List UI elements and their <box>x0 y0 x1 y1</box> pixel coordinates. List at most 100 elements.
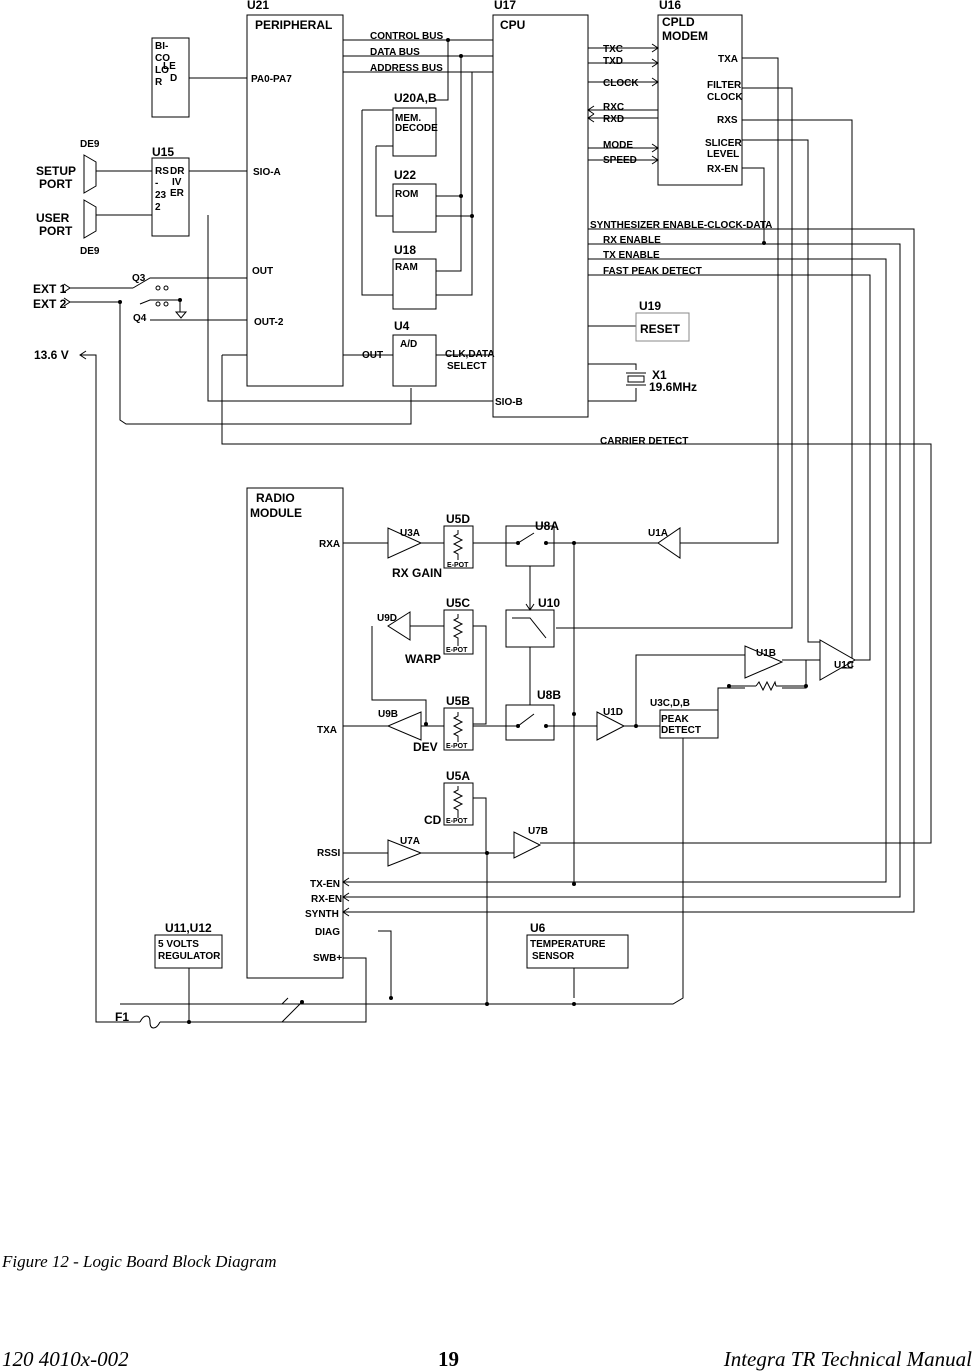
svg-text:DE9: DE9 <box>80 139 100 150</box>
u19-reset: U19 RESET <box>635 299 690 342</box>
svg-text:TEMPERATURE: TEMPERATURE <box>530 939 606 950</box>
cpu-modem-signals: TXC TXD CLOCK RXC RXD MODE SPEED <box>587 43 659 166</box>
svg-text:U3A: U3A <box>400 528 420 539</box>
svg-text:PORT: PORT <box>39 224 73 238</box>
svg-text:U8A: U8A <box>535 519 559 533</box>
svg-text:RAM: RAM <box>395 262 418 273</box>
svg-text:EXT 1: EXT 1 <box>33 282 67 296</box>
svg-text:LEVEL: LEVEL <box>707 149 739 160</box>
svg-text:SLICER: SLICER <box>705 138 742 149</box>
svg-text:U7A: U7A <box>400 836 420 847</box>
svg-text:FILTER: FILTER <box>707 80 742 91</box>
svg-text:CPLD: CPLD <box>662 15 695 29</box>
wiring <box>70 39 932 1023</box>
warp-chain: U9D E-POT U5C WARP <box>377 596 474 666</box>
svg-text:U21: U21 <box>247 0 269 12</box>
svg-text:SYNTH: SYNTH <box>305 909 339 920</box>
u6-temperature-sensor: U6 TEMPERATURE SENSOR <box>526 921 629 969</box>
x1-crystal: X1 19.6MHz <box>626 368 697 394</box>
svg-text:U10: U10 <box>538 596 560 610</box>
svg-text:MODE: MODE <box>603 140 633 151</box>
svg-text:U5B: U5B <box>446 694 470 708</box>
svg-text:U22: U22 <box>394 168 416 182</box>
svg-text:RS: RS <box>155 166 169 177</box>
svg-text:TXA: TXA <box>317 725 337 736</box>
de9-connectors: DE9 DE9 SETUP PORT USER PORT <box>36 139 100 257</box>
svg-text:E-POT: E-POT <box>447 562 469 569</box>
u20-mem-decode: U20A,B MEM. DECODE <box>392 91 438 157</box>
svg-text:U16: U16 <box>659 0 681 12</box>
svg-text:BI-: BI- <box>155 41 168 52</box>
svg-text:U7B: U7B <box>528 826 548 837</box>
tx-deviation-chain: U9B E-POT U5B DEV U8B U1D U3C,D,B PEAK D… <box>378 688 719 754</box>
svg-text:MODULE: MODULE <box>250 506 302 520</box>
u21-peripheral-block: U21 PERIPHERAL PA0-PA7 SIO-A OUT OUT-2 <box>246 0 344 387</box>
svg-text:U4: U4 <box>394 319 410 333</box>
svg-text:23: 23 <box>155 190 167 201</box>
u17-cpu-block: U17 CPU SIO-B <box>492 0 589 418</box>
svg-text:RX-EN: RX-EN <box>311 894 342 905</box>
u18-ram: U18 RAM <box>392 243 437 310</box>
bicolor-led-block: BI- CO LO R LE D <box>151 37 190 118</box>
svg-text:-: - <box>155 178 158 189</box>
svg-text:SIO-B: SIO-B <box>495 397 523 408</box>
svg-text:CARRIER DETECT: CARRIER DETECT <box>600 436 688 447</box>
svg-text:TXC: TXC <box>603 44 623 55</box>
svg-text:MODEM: MODEM <box>662 29 708 43</box>
svg-text:U17: U17 <box>494 0 516 12</box>
svg-text:U3C,D,B: U3C,D,B <box>650 698 690 709</box>
rx-gain-chain: U3A E-POT U5D RX GAIN U8A U1A <box>387 512 681 580</box>
svg-text:E-POT: E-POT <box>446 743 468 750</box>
svg-text:PORT: PORT <box>39 177 73 191</box>
svg-text:LO: LO <box>155 65 169 76</box>
carrier-detect-chain: E-POT U5A CD U7A U7B <box>387 769 548 867</box>
u10-filter: U10 <box>505 596 560 648</box>
svg-text:MEM.: MEM. <box>395 113 421 124</box>
u15-rs232-driver: U15 RS - 23 2 DR IV ER <box>151 145 190 237</box>
svg-text:CLK,DATA: CLK,DATA <box>445 349 495 360</box>
svg-text:U6: U6 <box>530 921 546 935</box>
svg-text:SETUP: SETUP <box>36 164 76 178</box>
svg-text:PEAK: PEAK <box>661 714 690 725</box>
svg-text:USER: USER <box>36 211 70 225</box>
svg-text:CD: CD <box>424 813 442 827</box>
svg-text:R: R <box>155 77 163 88</box>
svg-text:WARP: WARP <box>405 652 441 666</box>
svg-text:U19: U19 <box>639 299 661 313</box>
svg-text:U11,U12: U11,U12 <box>165 921 212 935</box>
svg-text:OUT: OUT <box>252 266 273 277</box>
svg-text:SWB+: SWB+ <box>313 953 342 964</box>
svg-text:U5C: U5C <box>446 596 470 610</box>
radio-module-block: RADIO MODULE RXA TXA RSSI TX-EN RX-EN SY… <box>246 487 350 979</box>
svg-text:OUT-2: OUT-2 <box>254 317 284 328</box>
svg-text:RXA: RXA <box>319 539 340 550</box>
footer-doc-number: 120 4010x-002 <box>2 1347 129 1371</box>
svg-text:SIO-A: SIO-A <box>253 167 281 178</box>
svg-text:DE9: DE9 <box>80 246 100 257</box>
svg-text:U9D: U9D <box>377 613 397 624</box>
svg-text:D: D <box>170 73 177 84</box>
fuse-f1: F1 <box>115 1010 161 1029</box>
footer-manual-title: Integra TR Technical Manual <box>723 1347 972 1371</box>
u22-rom: U22 ROM <box>392 168 437 233</box>
svg-text:U1B: U1B <box>756 648 776 659</box>
svg-text:CO: CO <box>155 53 170 64</box>
svg-text:RXD: RXD <box>603 114 624 125</box>
svg-text:CLOCK: CLOCK <box>707 92 743 103</box>
u4-adc: U4 A/D OUT CLK,DATA SELECT <box>362 319 495 387</box>
svg-text:TXD: TXD <box>603 56 623 67</box>
svg-text:RADIO: RADIO <box>256 491 295 505</box>
figure-caption: Figure 12 - Logic Board Block Diagram <box>2 1252 277 1271</box>
svg-text:DR: DR <box>170 166 185 177</box>
u1b-u1c-comparators: U1B U1C <box>744 639 857 692</box>
svg-text:IV: IV <box>172 177 182 188</box>
svg-text:U8B: U8B <box>537 688 561 702</box>
svg-text:SYNTHESIZER ENABLE-CLOCK-DATA: SYNTHESIZER ENABLE-CLOCK-DATA <box>590 220 772 231</box>
svg-text:E-POT: E-POT <box>446 818 468 825</box>
svg-text:U20A,B: U20A,B <box>394 91 437 105</box>
svg-text:ER: ER <box>170 188 185 199</box>
svg-text:A/D: A/D <box>400 339 417 350</box>
svg-text:SPEED: SPEED <box>603 155 637 166</box>
svg-text:ADDRESS BUS: ADDRESS BUS <box>370 63 443 74</box>
